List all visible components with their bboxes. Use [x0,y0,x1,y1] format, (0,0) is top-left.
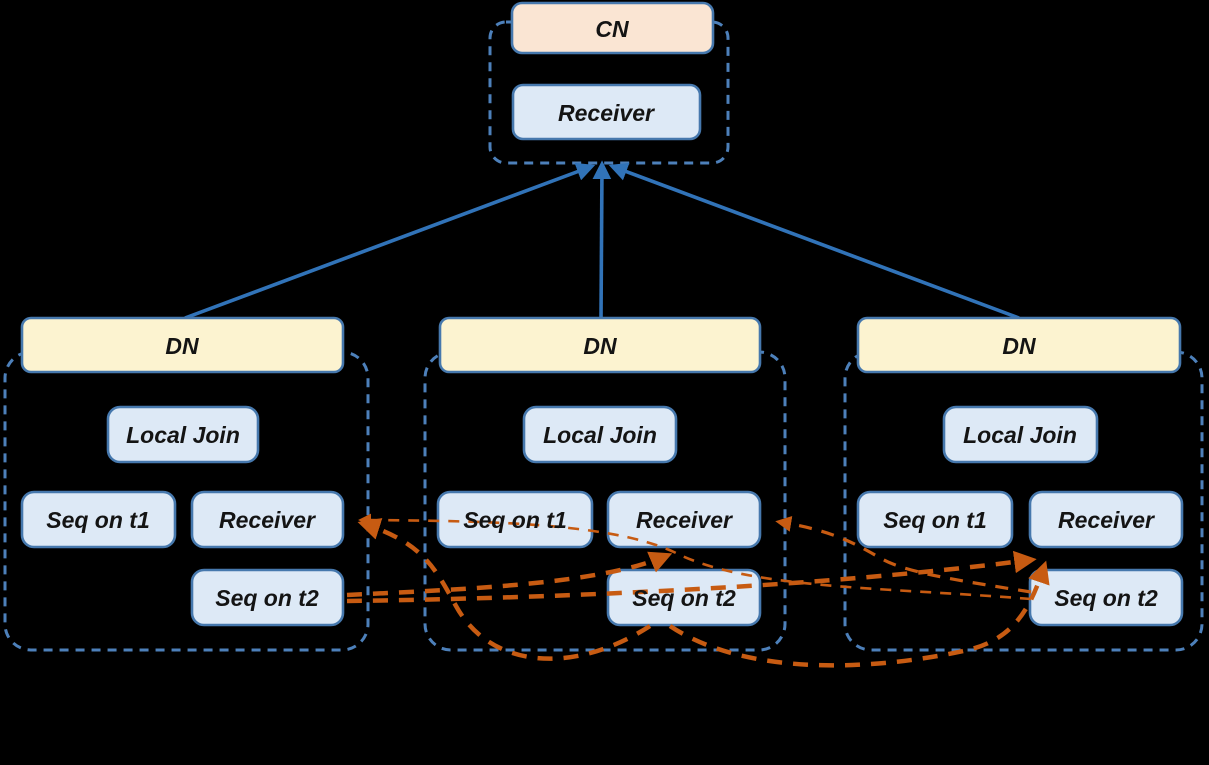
dn-left-receiver-box [190,490,345,549]
dn-right-local-join-box [942,405,1099,464]
dn-middle-group [436,316,762,627]
dn-right-receiver-box [1028,490,1184,549]
gather-arrow-left [184,162,596,320]
dn-right-seq-t1-box [856,490,1014,549]
dn-right-seq-t1-label: Seq on t1 [883,507,987,533]
cn-node-label: CN [595,16,629,42]
dn-middle-container [423,350,787,652]
cn-receiver-box [511,83,702,141]
redistribute-arrow-right-to-middle [775,515,1032,594]
redistribute-arrow-middle-to-right [668,560,1050,668]
dn-middle-seq-t1-box [436,490,594,549]
dn-middle-seq-t1-label: Seq on t1 [463,507,567,533]
gather-arrow-right [608,162,1020,320]
dn-right-title-box [856,316,1182,374]
cn-node-box [510,1,715,55]
redistribute-arrow-left-to-right [346,550,1037,604]
dn-left-title-box [20,316,345,374]
dn-middle-seq-t2-box [606,568,762,627]
dn-left-group [20,316,345,627]
dn-middle-title-label: DN [583,333,617,359]
cn-group [510,1,715,141]
redistribute-arrow-left-to-middle [346,551,673,598]
dn-middle-receiver-label: Receiver [636,507,733,533]
dn-right-seq-t2-label: Seq on t2 [1054,585,1158,611]
dn-left-seq-t1-label: Seq on t1 [46,507,150,533]
dn-right-title-label: DN [1002,333,1036,359]
redistribute-arrow-right-to-left [358,513,1032,601]
dn-right-local-join-label: Local Join [963,422,1077,448]
dn-right-receiver-label: Receiver [1058,507,1155,533]
dn-middle-local-join-label: Local Join [543,422,657,448]
dn-left-local-join-label: Local Join [126,422,240,448]
dn-right-group [856,316,1184,627]
dn-middle-local-join-box [522,405,678,464]
dn-middle-receiver-box [606,490,762,549]
cn-receiver-label: Receiver [558,100,655,126]
dn-left-seq-t1-box [20,490,177,549]
dn-left-seq-t2-label: Seq on t2 [215,585,319,611]
dn-left-receiver-label: Receiver [219,507,316,533]
dn-left-local-join-box [106,405,260,464]
dn-middle-title-box [438,316,762,374]
dn-left-seq-t2-box [190,568,345,627]
dn-left-title-label: DN [165,333,199,359]
dn-middle-seq-t2-label: Seq on t2 [632,585,736,611]
redistribute-arrow-middle-to-left [357,518,652,661]
dn-left-container [3,350,370,652]
gather-arrow-middle [592,160,612,319]
